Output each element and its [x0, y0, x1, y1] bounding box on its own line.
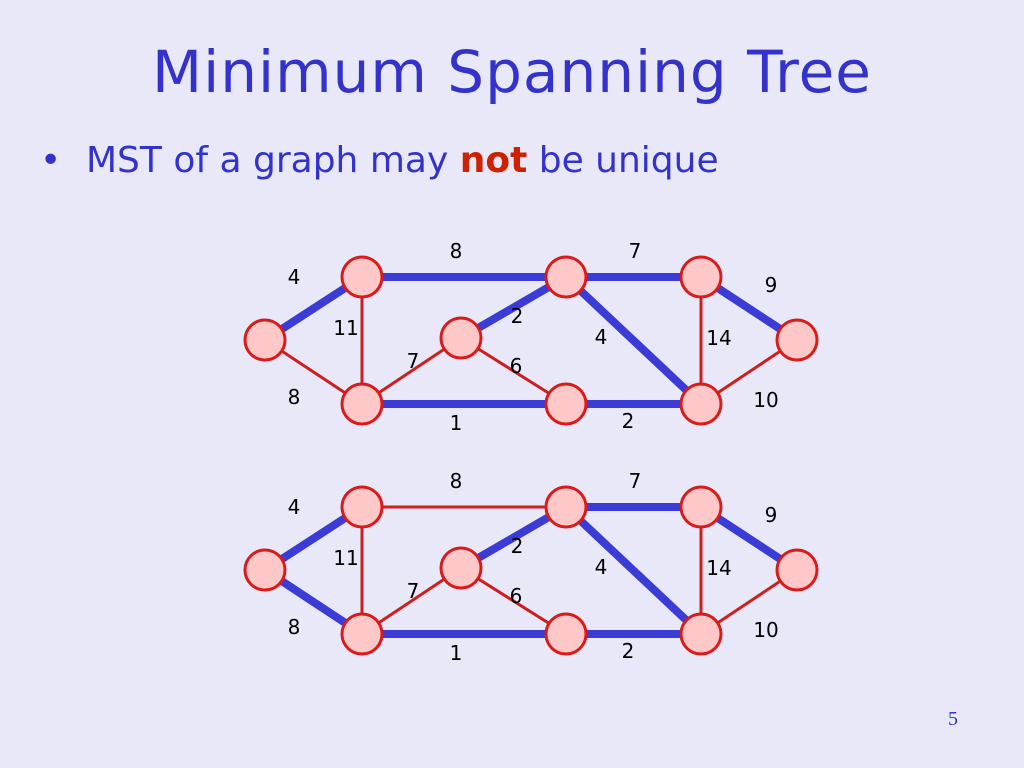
edge-weight-d-f: 14 [706, 326, 731, 350]
graph-node [544, 382, 588, 426]
graph-2: 4 8 11 8 7 1 2 6 7 4 2 14 9 10 [243, 469, 819, 665]
page-number: 5 [948, 708, 958, 730]
graph-node [775, 318, 819, 362]
graph-node [544, 485, 588, 529]
edge-weight-c-d: 7 [629, 239, 642, 263]
edge-weight-h-g: 1 [450, 641, 463, 665]
graph-node [439, 316, 483, 360]
graph-node [340, 612, 384, 656]
bullet-marker: • [40, 140, 62, 181]
slide-title: Minimum Spanning Tree [152, 38, 872, 106]
edge-weight-h-i: 7 [407, 579, 420, 603]
bullet-highlight: not [459, 140, 528, 181]
edge-weight-a-h: 8 [288, 615, 301, 639]
edge-weight-g-f: 2 [622, 409, 635, 433]
edge-weight-c-f: 4 [595, 325, 608, 349]
graph-node [439, 546, 483, 590]
edge-weight-f-e: 10 [753, 388, 778, 412]
graph-1: 4 8 11 8 7 1 2 6 7 4 2 14 9 10 [243, 239, 819, 435]
edge-weight-i-c: 2 [511, 534, 524, 558]
edge-weight-b-h: 11 [333, 316, 358, 340]
edge-weight-d-f: 14 [706, 556, 731, 580]
graph-node [679, 485, 723, 529]
edge-weight-c-f: 4 [595, 555, 608, 579]
edge-weight-c-d: 7 [629, 469, 642, 493]
bullet-text-before: MST of a graph may [86, 140, 460, 181]
graph-node [340, 382, 384, 426]
graph-node [340, 255, 384, 299]
graph-node [679, 382, 723, 426]
graph-node [243, 548, 287, 592]
edge-weight-i-g: 6 [510, 354, 523, 378]
edge-weight-a-b: 4 [288, 265, 301, 289]
edge-weight-d-e: 9 [765, 273, 778, 297]
graph-node [679, 612, 723, 656]
graph-node [243, 318, 287, 362]
graph-node [544, 255, 588, 299]
edge-weight-h-g: 1 [450, 411, 463, 435]
edge-weight-a-b: 4 [288, 495, 301, 519]
edge-weight-b-h: 11 [333, 546, 358, 570]
edge-weight-g-f: 2 [622, 639, 635, 663]
bullet-text-after: be unique [527, 140, 719, 181]
edge-weight-h-i: 7 [407, 349, 420, 373]
graph-node [679, 255, 723, 299]
edge-c-f-mst [563, 274, 704, 407]
edge-c-f-mst [563, 504, 704, 637]
graph-node [544, 612, 588, 656]
bullet-point: • MST of a graph may not be unique [40, 140, 719, 181]
graph-node [775, 548, 819, 592]
edge-weight-b-c: 8 [450, 469, 463, 493]
edge-weight-b-c: 8 [450, 239, 463, 263]
edge-weight-i-g: 6 [510, 584, 523, 608]
graph-node [340, 485, 384, 529]
edge-weight-i-c: 2 [511, 304, 524, 328]
edge-weight-f-e: 10 [753, 618, 778, 642]
edge-weight-d-e: 9 [765, 503, 778, 527]
edge-weight-a-h: 8 [288, 385, 301, 409]
